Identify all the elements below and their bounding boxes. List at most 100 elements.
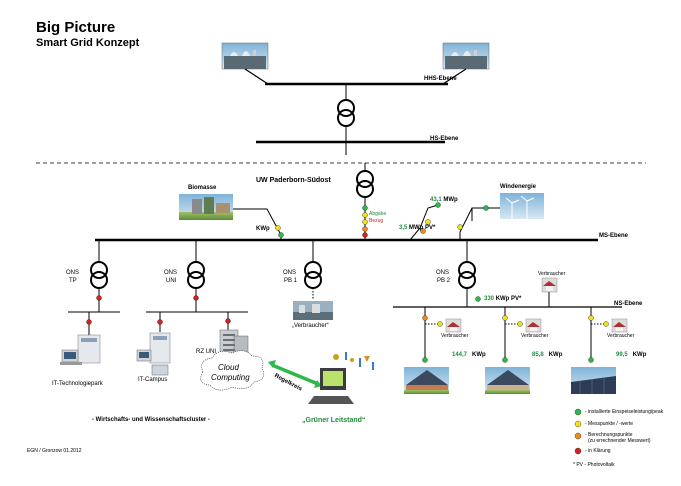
v3-value: 99,5	[616, 352, 628, 358]
pv-roof-image-2	[485, 367, 530, 394]
legend-orange-dot	[574, 432, 582, 440]
dot-feeder1-green	[422, 357, 428, 363]
dot-uw-yellow2	[362, 219, 368, 225]
legend-orange-label-1: - Berechnungspunkte	[585, 432, 633, 438]
biomasse-image	[179, 194, 233, 220]
house-icon-top	[541, 277, 558, 293]
hs-label: HS-Ebene	[430, 136, 459, 142]
dot-feeder3-green	[588, 357, 594, 363]
abgabe-label: Abgabe	[369, 211, 387, 217]
dot-feeder2-green	[502, 357, 508, 363]
dot-feeder3-yellow2	[603, 321, 609, 327]
ns-label: NS-Ebene	[614, 301, 643, 307]
dot-feeder3-yellow	[588, 315, 594, 321]
rz-uni-label: RZ UNI	[196, 349, 216, 355]
bezug-label: Bezug	[369, 218, 384, 224]
ons-pb2-label-2: PB 2	[437, 278, 451, 284]
dot-itcampus-red	[157, 319, 163, 325]
ons-uni-label-1: ONS	[164, 270, 178, 276]
cloud-label-1: Cloud	[218, 363, 239, 372]
pv-line	[409, 204, 439, 241]
legend-yellow-label: - Messpunkte / -werte	[585, 421, 634, 427]
ons-tp-label-2: TP	[69, 278, 77, 284]
cloud-shape	[200, 350, 265, 391]
ns-unit: KWp PV*	[495, 296, 522, 302]
biomasse-line	[233, 208, 282, 240]
house-icon-3	[611, 318, 628, 333]
transformer-uw	[356, 170, 374, 198]
verbraucher-top-label: Verbraucher	[538, 271, 566, 277]
it-technologiepark-image	[60, 334, 101, 365]
it-technologiepark-label: IT-Technologiepark	[52, 381, 103, 387]
power-plant-image-left	[221, 42, 269, 70]
dot-uw-yellow1	[362, 212, 368, 218]
pv-value: 3,5	[399, 225, 408, 231]
ons-pb2-label-1: ONS	[436, 270, 450, 276]
wind-image	[500, 193, 544, 219]
pv-roof-image-3	[571, 367, 616, 394]
uw-label: UW Paderborn-Südost	[256, 177, 331, 184]
power-plant-image-right	[442, 42, 490, 70]
page-title: Big Picture	[36, 19, 116, 36]
pv-roof-image-1	[404, 367, 449, 394]
v1-value: 144,7	[452, 352, 468, 358]
ns-value: 330	[484, 296, 495, 302]
house-icon-2	[525, 318, 542, 333]
v3-unit: KWp	[632, 352, 647, 358]
ons-outgoing	[68, 288, 468, 313]
cluster-label: - Wirtschafts- und Wissenschaftscluster …	[92, 417, 210, 423]
leitstand-label: „Grüner Leitstand“	[302, 417, 366, 424]
dot-feeder2-yellow2	[517, 321, 523, 327]
hhs-label: HHS-Ebene	[424, 76, 457, 82]
it-campus-label: IT-Campus	[138, 377, 168, 383]
house-icon-1	[445, 318, 462, 333]
dot-feeder1-yellow	[437, 321, 443, 327]
legend-yellow-dot	[574, 420, 582, 428]
ons-pb1-label-1: ONS	[283, 270, 297, 276]
pv-unit: MWp PV*	[409, 225, 436, 231]
legend-red-label: - in Klärung	[585, 448, 611, 454]
page-subtitle: Smart Grid Konzept	[36, 37, 140, 49]
legend-green-dot	[574, 408, 582, 416]
dot-ns-green	[475, 296, 481, 302]
footer-label: EGN / Gronzow 01.2012	[27, 448, 82, 454]
v2-unit: KWp	[548, 352, 563, 358]
dot-uw-green	[362, 205, 368, 211]
dot-biomasse-green	[278, 232, 284, 238]
ons-tp-label-1: ONS	[66, 270, 80, 276]
dot-pv-yellow	[425, 219, 431, 225]
it-campus-image	[136, 332, 171, 376]
indicator-dots	[86, 202, 609, 363]
ms-label: MS-Ebene	[599, 233, 629, 239]
hhs-busbar	[244, 68, 467, 101]
legend-pv-label: * PV - Photovoltaik	[573, 462, 615, 468]
legend-red-dot	[574, 447, 582, 455]
dot-ons-tp-red	[96, 295, 102, 301]
dot-feeder2-yellow	[502, 315, 508, 321]
biomasse-label: Biomasse	[188, 185, 217, 191]
legend-orange-label-2: (zu errechnender Messwert)	[588, 438, 651, 444]
ons-feeders	[98, 240, 468, 262]
verbraucher-1-label: Verbraucher	[441, 333, 469, 339]
legend-dots	[574, 408, 582, 455]
dot-wind-yellow	[457, 224, 463, 230]
biomasse-kwp-label: KWp	[256, 226, 270, 232]
wind-value: 43,1	[430, 197, 442, 203]
dot-uw-orange	[362, 226, 368, 232]
wind-line	[459, 207, 500, 240]
dot-pv-green	[435, 202, 441, 208]
verbraucher-3-label: Verbraucher	[607, 333, 635, 339]
wind-unit: MWp	[443, 197, 458, 203]
dot-itpark-red	[86, 319, 92, 325]
dot-pv-orange	[420, 228, 426, 234]
leitstand-computer-image	[308, 352, 374, 404]
transformer-hhs-hs	[337, 99, 355, 127]
verbraucher-building-image	[293, 301, 333, 320]
ons-transformers	[90, 261, 476, 289]
v2-value: 85,8	[532, 352, 544, 358]
dot-feeder1-orange	[422, 315, 428, 321]
verbraucher-2-label: Verbraucher	[521, 333, 549, 339]
ons-uni-label-2: UNI	[166, 278, 177, 284]
dot-biomasse-yellow	[275, 225, 281, 231]
